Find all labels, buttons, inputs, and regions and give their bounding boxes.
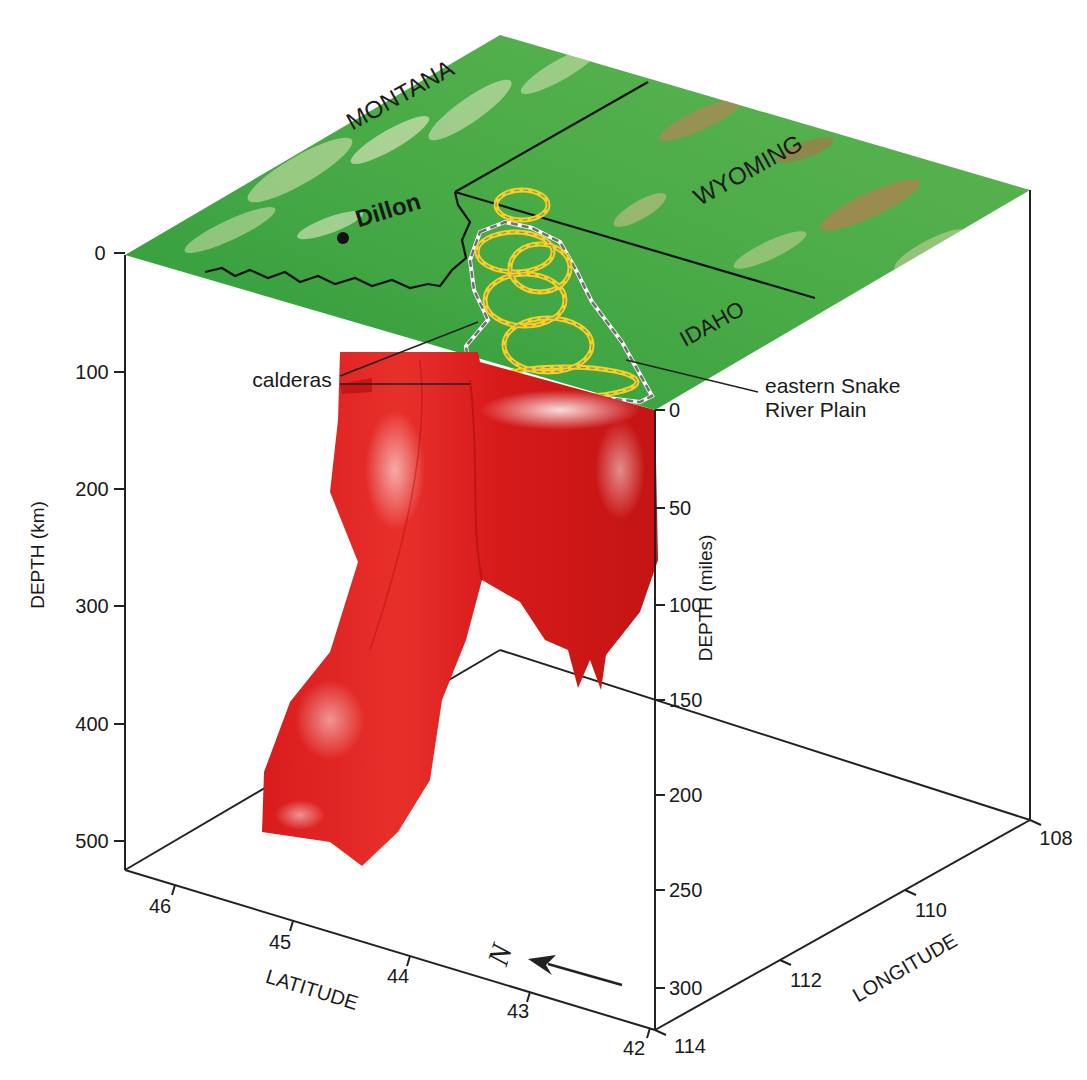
relief-patch (610, 187, 671, 233)
plume-seam (370, 360, 422, 650)
tick (655, 1030, 666, 1035)
axis-value: 112 (790, 969, 822, 992)
axis-value: 300 (75, 595, 108, 618)
state-border (455, 82, 648, 192)
axis-value: 250 (669, 879, 702, 902)
axis-value: 150 (669, 689, 702, 712)
tick (114, 252, 125, 254)
axis-value: 45 (269, 931, 291, 954)
tick (114, 840, 125, 842)
callout-label: eastern Snake River Plain (765, 374, 940, 422)
state-border (455, 192, 815, 298)
tick (1030, 820, 1041, 825)
tick (905, 890, 916, 895)
axis-title: DEPTH (km) (27, 501, 49, 609)
axis-value: 46 (149, 895, 171, 918)
box-edge (124, 255, 126, 870)
plume-highlight (275, 800, 325, 830)
lat-ticks (172, 885, 650, 1038)
tick (114, 371, 125, 373)
caldera (510, 244, 570, 292)
axis-value: 43 (507, 1000, 529, 1023)
axis-value: 0 (94, 242, 105, 265)
tick (655, 889, 665, 891)
axis-value: 500 (75, 830, 108, 853)
state-border (205, 192, 470, 288)
tick (647, 1028, 650, 1038)
axis-title: LONGITUDE (849, 929, 962, 1007)
north-arrow (548, 964, 622, 985)
plume-highlight (295, 680, 365, 760)
mile-ticks (655, 410, 665, 988)
tick (290, 921, 293, 931)
leader-line (626, 360, 758, 392)
tick (655, 409, 665, 411)
relief-patch (516, 39, 604, 101)
axis-value: 50 (669, 497, 691, 520)
plume-highlight (595, 420, 645, 520)
tick (655, 604, 665, 606)
box-edge (125, 870, 655, 1030)
axis-value: 44 (387, 965, 409, 988)
callout-label: calderas (252, 368, 331, 392)
north-arrowhead (528, 955, 556, 975)
tick (655, 699, 665, 701)
tick (114, 488, 125, 490)
axis-value: 300 (669, 977, 702, 1000)
relief-patch (241, 128, 359, 212)
axis-value: 200 (669, 784, 702, 807)
plume-seam (470, 380, 482, 580)
town-dot (337, 232, 349, 244)
caldera (504, 318, 592, 372)
axis-value: 100 (75, 361, 108, 384)
mantle-plume (262, 352, 658, 866)
relief-patch (890, 222, 970, 277)
axis-value: 0 (669, 399, 680, 422)
caldera (496, 190, 548, 220)
relief-patch (180, 200, 279, 260)
tick (655, 794, 665, 796)
axis-value: 200 (75, 478, 108, 501)
mountain-patch (655, 92, 745, 148)
mountain-patch (815, 171, 925, 239)
tick (655, 507, 665, 509)
relief-patch (730, 225, 810, 275)
box-edge (1029, 190, 1031, 820)
lon-ticks (655, 820, 1041, 1035)
caldera-group (477, 190, 637, 397)
north-label: N (481, 940, 520, 970)
caldera (504, 318, 592, 372)
axis-value: 108 (1039, 827, 1072, 850)
box-edge (654, 410, 656, 1030)
caldera (510, 244, 570, 292)
tick (114, 605, 125, 607)
caldera (477, 232, 553, 272)
caldera (496, 190, 548, 220)
tick (172, 885, 175, 895)
map-surface (125, 35, 1030, 410)
leader-line (340, 322, 478, 376)
axis-value: 400 (75, 713, 108, 736)
leader-line (340, 383, 470, 385)
km-ticks (114, 253, 125, 841)
axis-title: LATITUDE (263, 965, 361, 1015)
box-edge (655, 820, 1030, 1030)
axis-value: 42 (623, 1037, 645, 1060)
axis-value: 110 (915, 899, 947, 922)
axis-value: 114 (674, 1035, 706, 1058)
tick (780, 960, 791, 965)
plume-lip (340, 378, 372, 394)
tick (114, 723, 125, 725)
terrain-relief (180, 39, 970, 278)
axis-value: 100 (669, 594, 702, 617)
caldera-dash (477, 190, 637, 397)
tick (655, 987, 665, 989)
